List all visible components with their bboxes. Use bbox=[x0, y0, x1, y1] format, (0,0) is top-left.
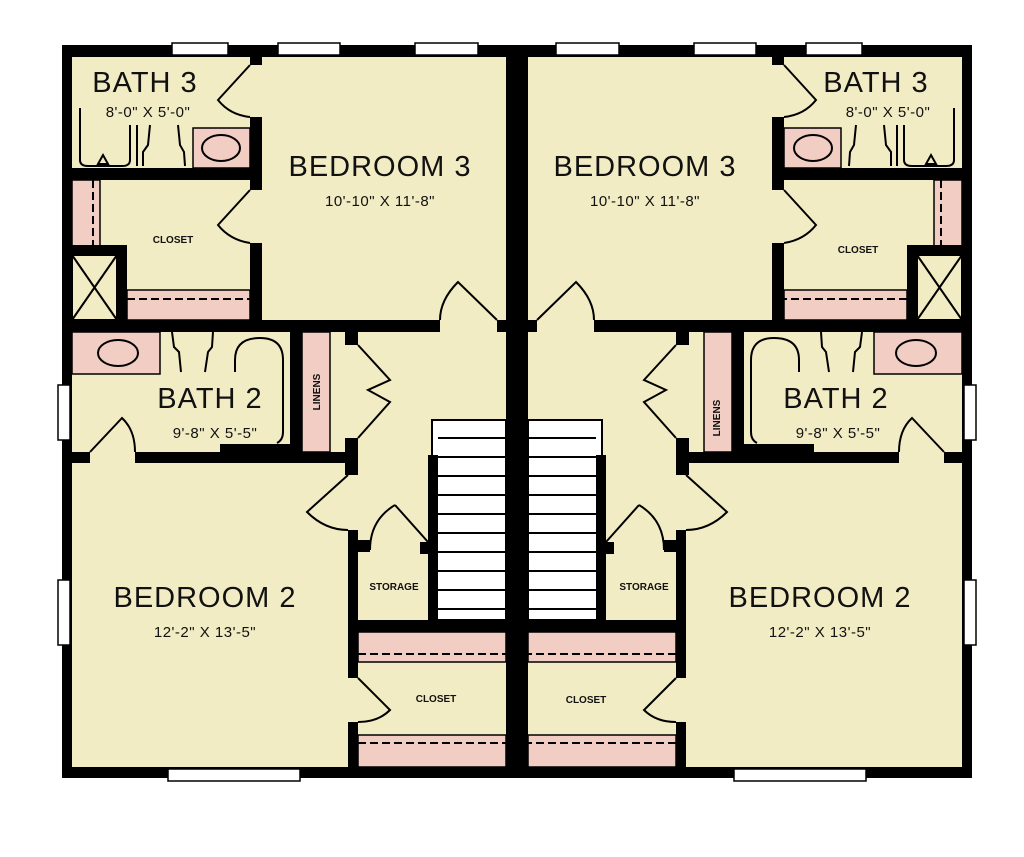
room-size: 8'-0" X 5'-0" bbox=[846, 104, 931, 121]
labels-right: BATH 3 8'-0" X 5'-0" BEDROOM 3 10'-10" X… bbox=[553, 67, 931, 706]
room-size: 10'-10" X 11'-8" bbox=[590, 193, 700, 210]
room-name: CLOSET bbox=[153, 235, 194, 246]
room-name: CLOSET bbox=[416, 694, 457, 705]
room-name: BEDROOM 3 bbox=[553, 151, 736, 183]
labels-left: BATH 3 8'-0" X 5'-0" BEDROOM 3 10'-10" X… bbox=[92, 67, 471, 705]
room-size: 9'-8" X 5'-5" bbox=[173, 425, 258, 442]
room-name: STORAGE bbox=[619, 582, 669, 593]
room-name: LINENS bbox=[712, 399, 723, 436]
room-name: CLOSET bbox=[838, 245, 879, 256]
room-name: LINENS bbox=[312, 373, 323, 410]
room-name: STORAGE bbox=[369, 582, 419, 593]
room-name: BATH 2 bbox=[783, 383, 888, 415]
room-size: 9'-8" X 5'-5" bbox=[796, 425, 881, 442]
room-name: BEDROOM 3 bbox=[288, 151, 471, 183]
room-size: 12'-2" X 13'-5" bbox=[154, 624, 256, 641]
room-name: BATH 2 bbox=[157, 383, 262, 415]
room-name: BEDROOM 2 bbox=[113, 582, 296, 614]
room-name: CLOSET bbox=[566, 695, 607, 706]
room-size: 10'-10" X 11'-8" bbox=[325, 193, 435, 210]
room-size: 12'-2" X 13'-5" bbox=[769, 624, 871, 641]
room-size: 8'-0" X 5'-0" bbox=[106, 104, 191, 121]
room-name: BATH 3 bbox=[92, 67, 197, 99]
room-name: BEDROOM 2 bbox=[728, 582, 911, 614]
room-name: BATH 3 bbox=[823, 67, 928, 99]
